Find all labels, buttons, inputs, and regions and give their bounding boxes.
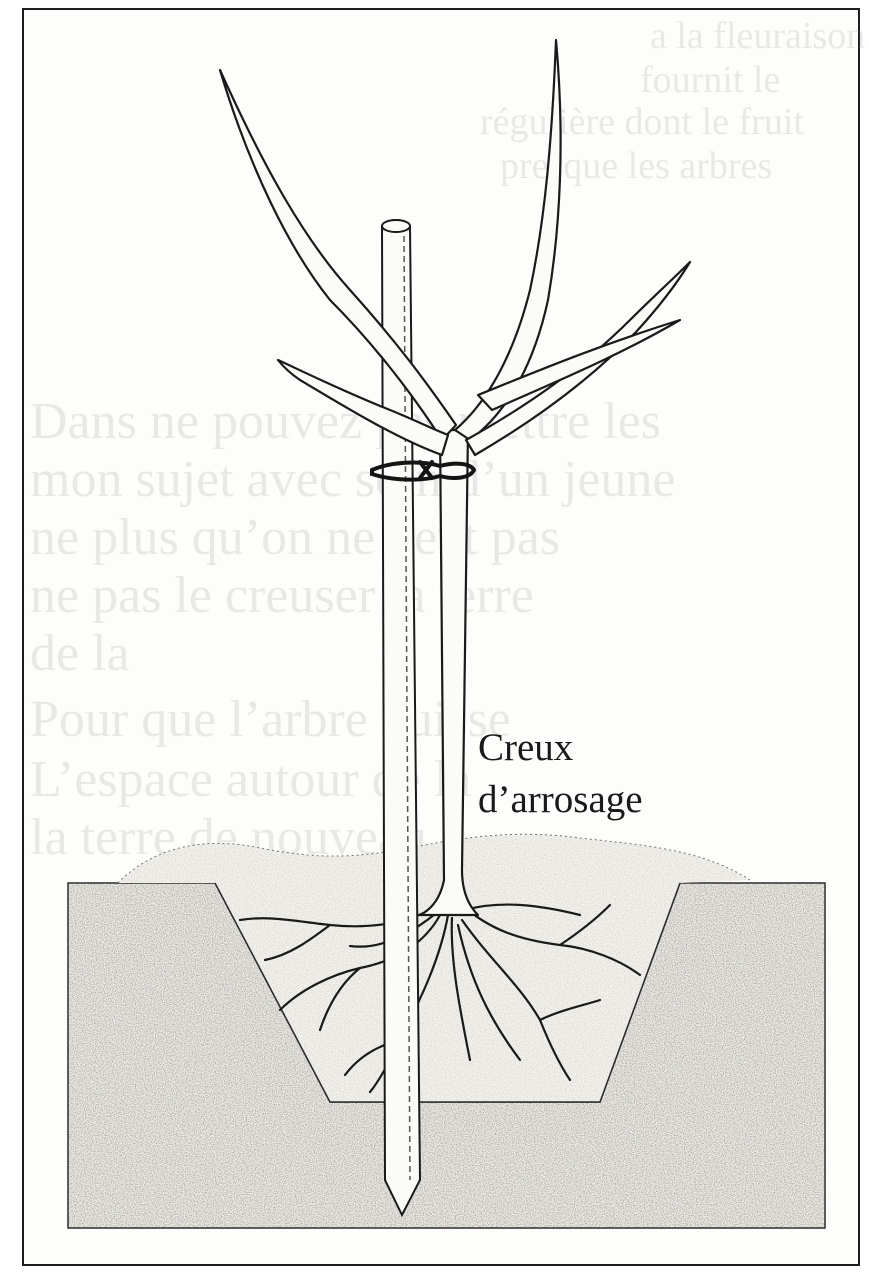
label-line-2: d’arrosage: [478, 774, 643, 826]
watering-basin-label: Creux d’arrosage: [478, 722, 643, 826]
branch-left-long: [220, 70, 456, 440]
label-line-1: Creux: [478, 722, 643, 774]
stake-top: [382, 220, 410, 232]
